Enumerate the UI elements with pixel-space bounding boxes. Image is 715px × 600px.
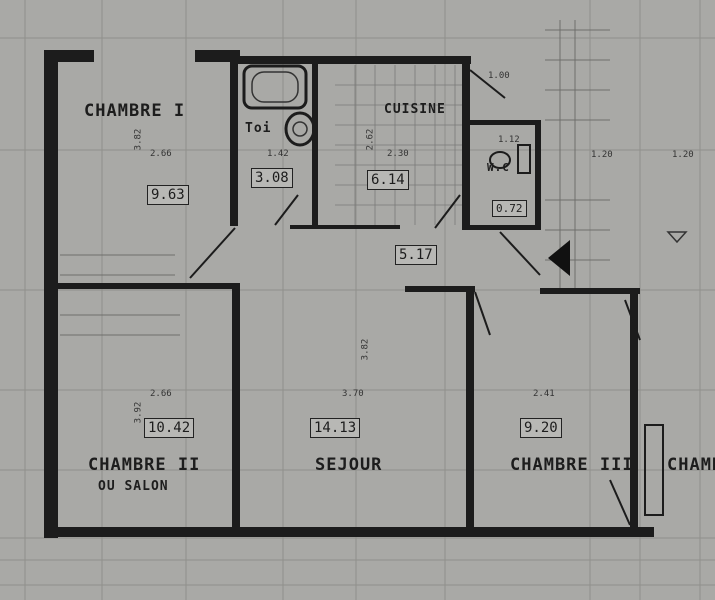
room-name-chambre-2: CHAMBRE II <box>88 455 201 475</box>
stair-hatching <box>60 20 610 336</box>
room-area-cuisine: 6.14 <box>367 170 409 190</box>
room-width-cuisine: 2.30 <box>387 149 409 159</box>
room-width-chambre-1: 2.66 <box>150 149 172 159</box>
room-area-chambre-1: 9.63 <box>147 185 189 205</box>
room-area-chambre-2: 10.42 <box>144 418 195 438</box>
room-area-degagement: 5.17 <box>395 245 437 265</box>
room-name-cuisine: CUISINE <box>384 102 446 117</box>
room-name-sejour: SEJOUR <box>315 455 383 475</box>
room-width-chambre-3: 2.41 <box>533 389 555 399</box>
room-area-sejour: 14.13 <box>310 418 361 438</box>
room-subname-chambre-2: OU SALON <box>98 479 169 494</box>
chimney-block <box>644 424 664 516</box>
room-area-wc: 0.72 <box>492 200 527 217</box>
room-name-chambre-4: CHAMBRE <box>667 455 715 475</box>
toilet-icon <box>489 144 531 174</box>
room-depth-sejour: 3.82 <box>360 338 371 361</box>
room-width-toilette: 1.42 <box>267 149 289 159</box>
room-area-chambre-3: 9.20 <box>520 418 562 438</box>
room-name-chambre-1: CHAMBRE I <box>84 101 186 121</box>
room-width-wc: 1.12 <box>498 135 520 145</box>
room-name-chambre-3: CHAMBRE III <box>510 455 634 475</box>
arrow-marker-icon <box>666 231 688 244</box>
room-name-toilette: Toi <box>245 121 272 136</box>
sink-icon <box>284 111 316 147</box>
room-width-chambre-2: 2.66 <box>150 389 172 399</box>
bathtub-icon <box>242 64 308 110</box>
room-depth-cuisine: 2.62 <box>365 128 376 151</box>
room-depth-chambre-2: 3.92 <box>133 401 144 424</box>
room-depth-chambre-1: 3.82 <box>133 128 144 151</box>
room-width-sejour: 3.70 <box>342 389 364 399</box>
dimension-right-b: 1.20 <box>672 150 694 160</box>
kitchen-tiles <box>335 65 465 225</box>
entrance-arrow-icon <box>548 240 570 276</box>
room-name-wc: W.C <box>487 161 510 174</box>
dimension-right-a: 1.20 <box>591 150 613 160</box>
dimension-top-right: 1.00 <box>488 71 510 81</box>
walls <box>44 50 654 538</box>
door-swings <box>189 69 641 526</box>
room-area-toilette: 3.08 <box>251 168 293 188</box>
